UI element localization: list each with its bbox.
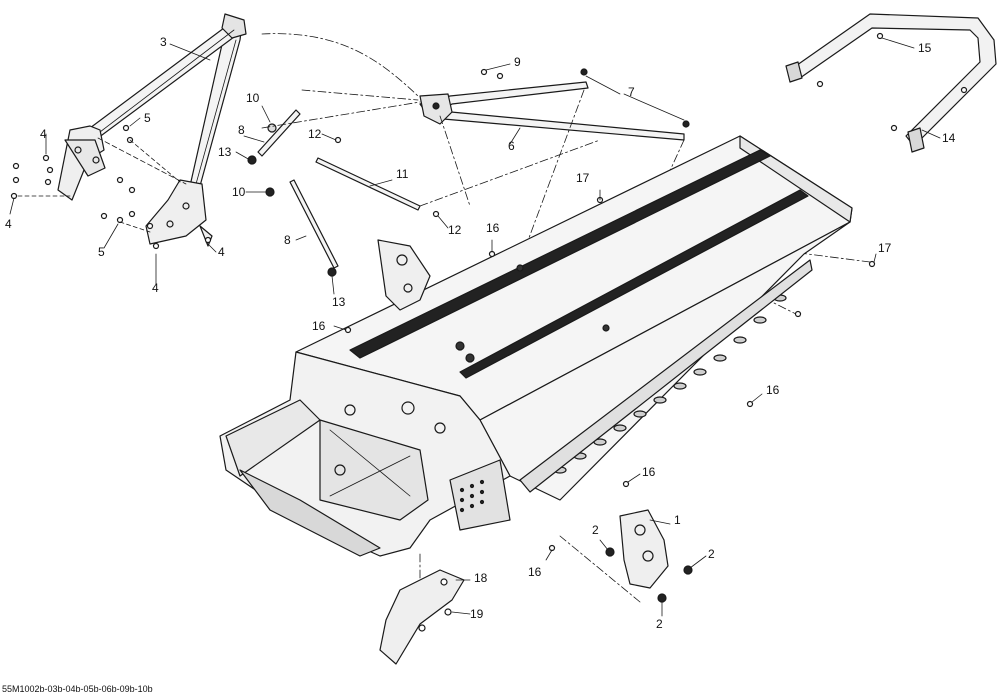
footrest-support <box>379 569 465 665</box>
callout-2: 2 <box>592 523 599 537</box>
callout-3: 3 <box>160 35 167 49</box>
shock-strut-upper <box>247 109 301 165</box>
callout-17: 17 <box>878 241 892 255</box>
callout-4: 4 <box>218 245 225 259</box>
callout-16: 16 <box>312 319 326 333</box>
suspension-bracket <box>605 509 693 603</box>
callout-13: 13 <box>332 295 346 309</box>
front-support-arms <box>419 68 690 141</box>
callout-4: 4 <box>152 281 159 295</box>
callout-2: 2 <box>708 547 715 561</box>
rear-bumper <box>785 13 997 153</box>
column-fasteners <box>10 124 212 250</box>
callout-16: 16 <box>766 383 780 397</box>
callout-10: 10 <box>246 91 260 105</box>
callout-12: 12 <box>448 223 462 237</box>
callout-8: 8 <box>284 233 291 247</box>
callout-16: 16 <box>486 221 500 235</box>
callout-5: 5 <box>144 111 151 125</box>
callout-7: 7 <box>628 85 635 99</box>
upper-column-part <box>57 13 247 247</box>
callout-10: 10 <box>232 185 246 199</box>
callout-1: 1 <box>674 513 681 527</box>
callout-19: 19 <box>470 607 484 621</box>
callout-17: 17 <box>576 171 590 185</box>
callout-18: 18 <box>474 571 488 585</box>
callout-11: 11 <box>396 167 409 181</box>
callout-9: 9 <box>514 55 521 69</box>
callout-4: 4 <box>40 127 47 141</box>
callout-2: 2 <box>656 617 663 631</box>
callout-12: 12 <box>308 127 322 141</box>
tunnel-chassis <box>219 135 853 557</box>
callout-5: 5 <box>98 245 105 259</box>
callout-15: 15 <box>918 41 932 55</box>
callout-4: 4 <box>5 217 12 231</box>
callout-16: 16 <box>528 565 542 579</box>
bracket-plate <box>377 239 431 311</box>
callout-6: 6 <box>508 139 515 153</box>
callout-13: 13 <box>218 145 232 159</box>
callout-14: 14 <box>942 131 956 145</box>
callout-8: 8 <box>238 123 245 137</box>
tie-rod <box>315 136 440 218</box>
callout-16: 16 <box>642 465 656 479</box>
shock-strut-lower <box>265 179 339 277</box>
document-code: 55M1002b-03b-04b-05b-06b-09b-10b <box>2 684 153 694</box>
